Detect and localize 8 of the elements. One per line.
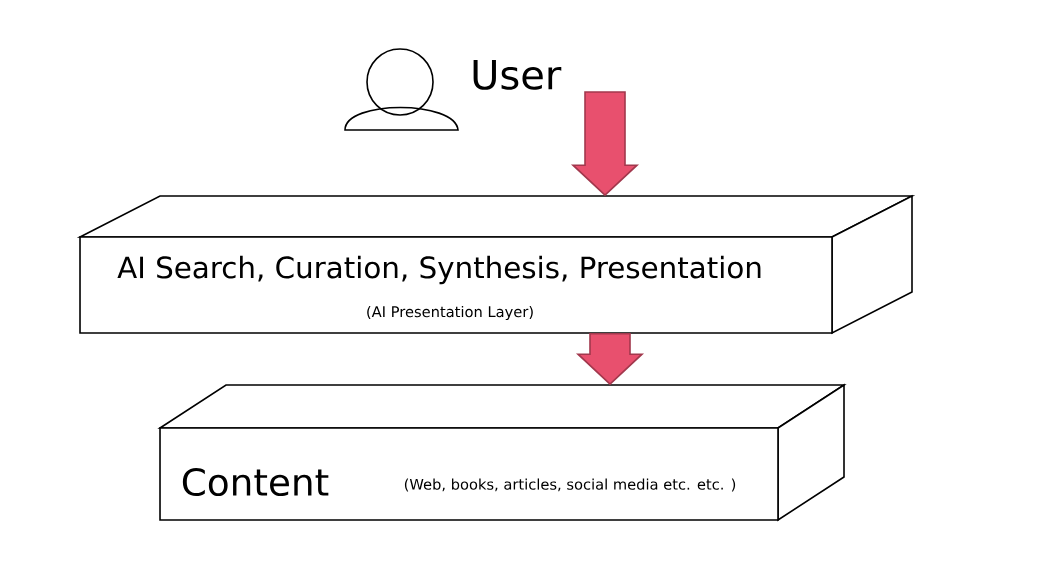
block-arrow (576, 333, 645, 386)
layer-title: Content (182, 467, 329, 497)
layer-subtitle: (AI Presentation Layer) (367, 305, 533, 321)
block-arrow (570, 91, 640, 197)
layer-subtitle: (Web, books, articles, social media etc. etc. ) (404, 478, 736, 492)
user-label: User (473, 60, 562, 90)
layer-title: AI Search, Curation, Synthesis, Presentation (117, 255, 761, 285)
person-icon (344, 48, 459, 131)
